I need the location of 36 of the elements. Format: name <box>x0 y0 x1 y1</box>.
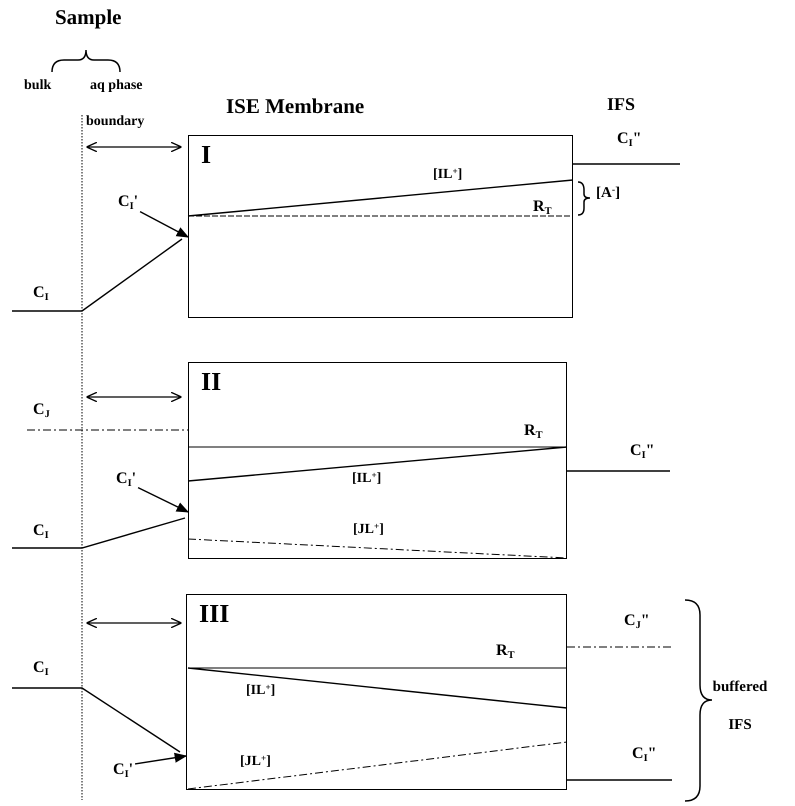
panel-numeral: II <box>201 369 222 395</box>
concentration-label: C$_{I}$ <box>33 659 49 679</box>
concentration-label: C$_{I}$" <box>617 130 642 150</box>
membrane-box <box>188 362 567 559</box>
region-label: bulk <box>24 78 52 94</box>
species-label: [IL$^{+}$] <box>246 682 276 698</box>
panel-numeral: I <box>201 142 212 168</box>
species-label: [IL$^{+}$] <box>352 470 382 486</box>
dimension-label: boundary <box>86 114 144 130</box>
concentration-label: C$_{I}$" <box>630 442 654 462</box>
section-heading: IFS <box>607 95 636 115</box>
concentration-label: C$_{I}$' <box>118 193 138 213</box>
concentration-label: C$_{I}$ <box>33 522 49 542</box>
section-heading: ISE Membrane <box>226 95 364 118</box>
species-label: [JL$^{+}$] <box>240 753 271 770</box>
species-label: R$_{T}$ <box>533 198 552 218</box>
species-label: [A$^{-}$] <box>596 185 620 202</box>
species-label: R$_{T}$ <box>524 422 542 442</box>
concentration-label: C$_{I}$" <box>632 745 656 765</box>
concentration-label: C$_{J}$" <box>624 612 650 632</box>
region-label: aq phase <box>90 78 143 94</box>
concentration-label: C$_{I}$ <box>33 284 49 304</box>
leader-arrow <box>138 486 190 513</box>
concentration-label: C$_{J}$ <box>33 401 50 421</box>
membrane-box <box>186 594 567 790</box>
species-label: R$_{T}$ <box>496 642 514 662</box>
concentration-label: C$_{I}$' <box>116 470 136 490</box>
title-text: Sample <box>55 6 122 30</box>
leader-arrow <box>140 210 190 238</box>
annotation-text: buffered IFS <box>712 678 768 735</box>
panel-numeral: III <box>199 601 230 627</box>
concentration-label: C$_{I}$' <box>113 761 134 781</box>
leader-arrow <box>134 752 188 765</box>
species-label: [IL$^{+}$] <box>433 166 462 182</box>
species-label: [JL$^{+}$] <box>353 521 384 538</box>
membrane-box <box>188 135 573 318</box>
